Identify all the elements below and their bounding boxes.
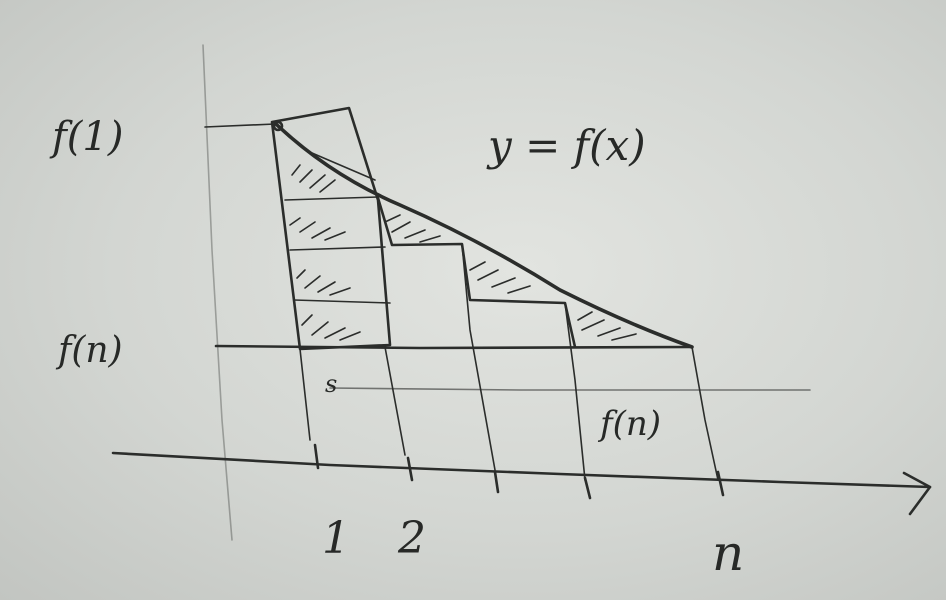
tick-mark-2 <box>406 456 414 482</box>
fn-level-line <box>214 344 692 350</box>
x-axis-arrow <box>902 471 932 516</box>
hatching-column-1 <box>289 164 361 341</box>
y-axis-faint <box>202 44 233 541</box>
staircase <box>376 196 577 349</box>
drop-line-2 <box>384 346 406 456</box>
tick-label-n: n <box>712 524 744 582</box>
tick-mark-4 <box>583 476 592 500</box>
drop-line-1 <box>299 348 311 441</box>
drop-line-4 <box>564 302 586 481</box>
label-f1: f(1) <box>49 114 123 160</box>
grid-line-3 <box>293 299 391 304</box>
grid-line-4 <box>304 149 376 181</box>
tick-mark-3 <box>493 470 500 494</box>
tick-mark-n <box>716 470 725 497</box>
start-point-marker <box>272 120 284 132</box>
f1-level-line <box>204 123 276 128</box>
label-s: s <box>325 370 337 398</box>
tick-mark-1 <box>313 443 320 470</box>
grid-line-2 <box>289 246 386 251</box>
label-fn-right: f(n) <box>597 404 661 444</box>
grid-line-1 <box>284 196 379 201</box>
tick-label-1: 1 <box>322 513 350 564</box>
hatching-steps <box>384 214 637 341</box>
drop-line-3 <box>461 243 496 471</box>
drop-line-n <box>691 346 719 481</box>
x-axis <box>111 451 932 489</box>
first-rectangle <box>270 106 392 351</box>
lower-line <box>329 387 811 391</box>
label-fn-left: f(n) <box>55 330 123 371</box>
tick-label-2: 2 <box>397 513 426 564</box>
curve-y-f-x <box>274 122 694 349</box>
label-curve: y = f(x) <box>486 121 646 170</box>
